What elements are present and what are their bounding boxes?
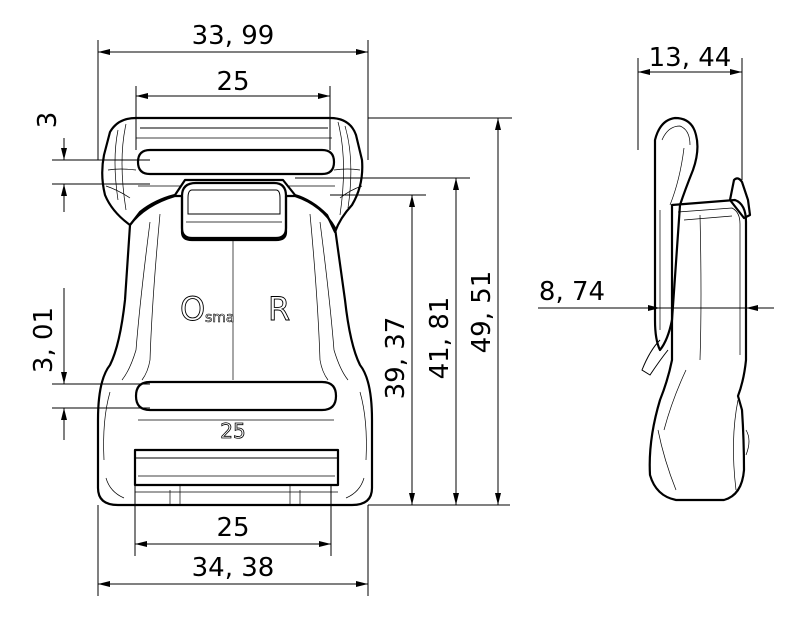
dim-length-inner: 39, 37	[381, 317, 411, 400]
side-male-outline	[648, 198, 748, 502]
dim-side-depth: 8, 74	[539, 277, 605, 307]
svg-text:R: R	[268, 290, 290, 328]
dim-length-overall: 49, 51	[467, 271, 497, 354]
female-buckle-outline	[101, 116, 364, 234]
release-tab	[180, 181, 288, 240]
front-view: 25 O sma R 33, 99 25 3 3, 01	[29, 21, 512, 596]
dim-bar-thickness: 3, 01	[29, 307, 59, 373]
dim-overall-width-top: 33, 99	[192, 21, 275, 51]
bottom-webbing-bar	[133, 448, 340, 487]
dim-length-mid: 41, 81	[425, 297, 455, 380]
svg-text:sma: sma	[205, 310, 235, 326]
dim-slot-width-top: 25	[216, 67, 249, 97]
side-female-outline	[653, 116, 699, 352]
middle-strap-slot	[134, 380, 338, 412]
svg-text:O: O	[180, 290, 205, 328]
dim-overall-width-bottom: 34, 38	[192, 553, 275, 583]
side-view: 13, 44 8, 74	[538, 43, 774, 502]
molded-size-text: 25	[220, 419, 245, 443]
male-buckle-outline	[96, 194, 374, 507]
dim-top-thickness: 3	[33, 112, 63, 129]
dim-side-overall-thickness: 13, 44	[649, 43, 732, 73]
side-release-tab	[728, 177, 752, 220]
brand-logo: O sma R	[180, 290, 291, 329]
top-strap-slot	[136, 148, 336, 176]
dim-slot-width-bottom: 25	[216, 513, 249, 543]
